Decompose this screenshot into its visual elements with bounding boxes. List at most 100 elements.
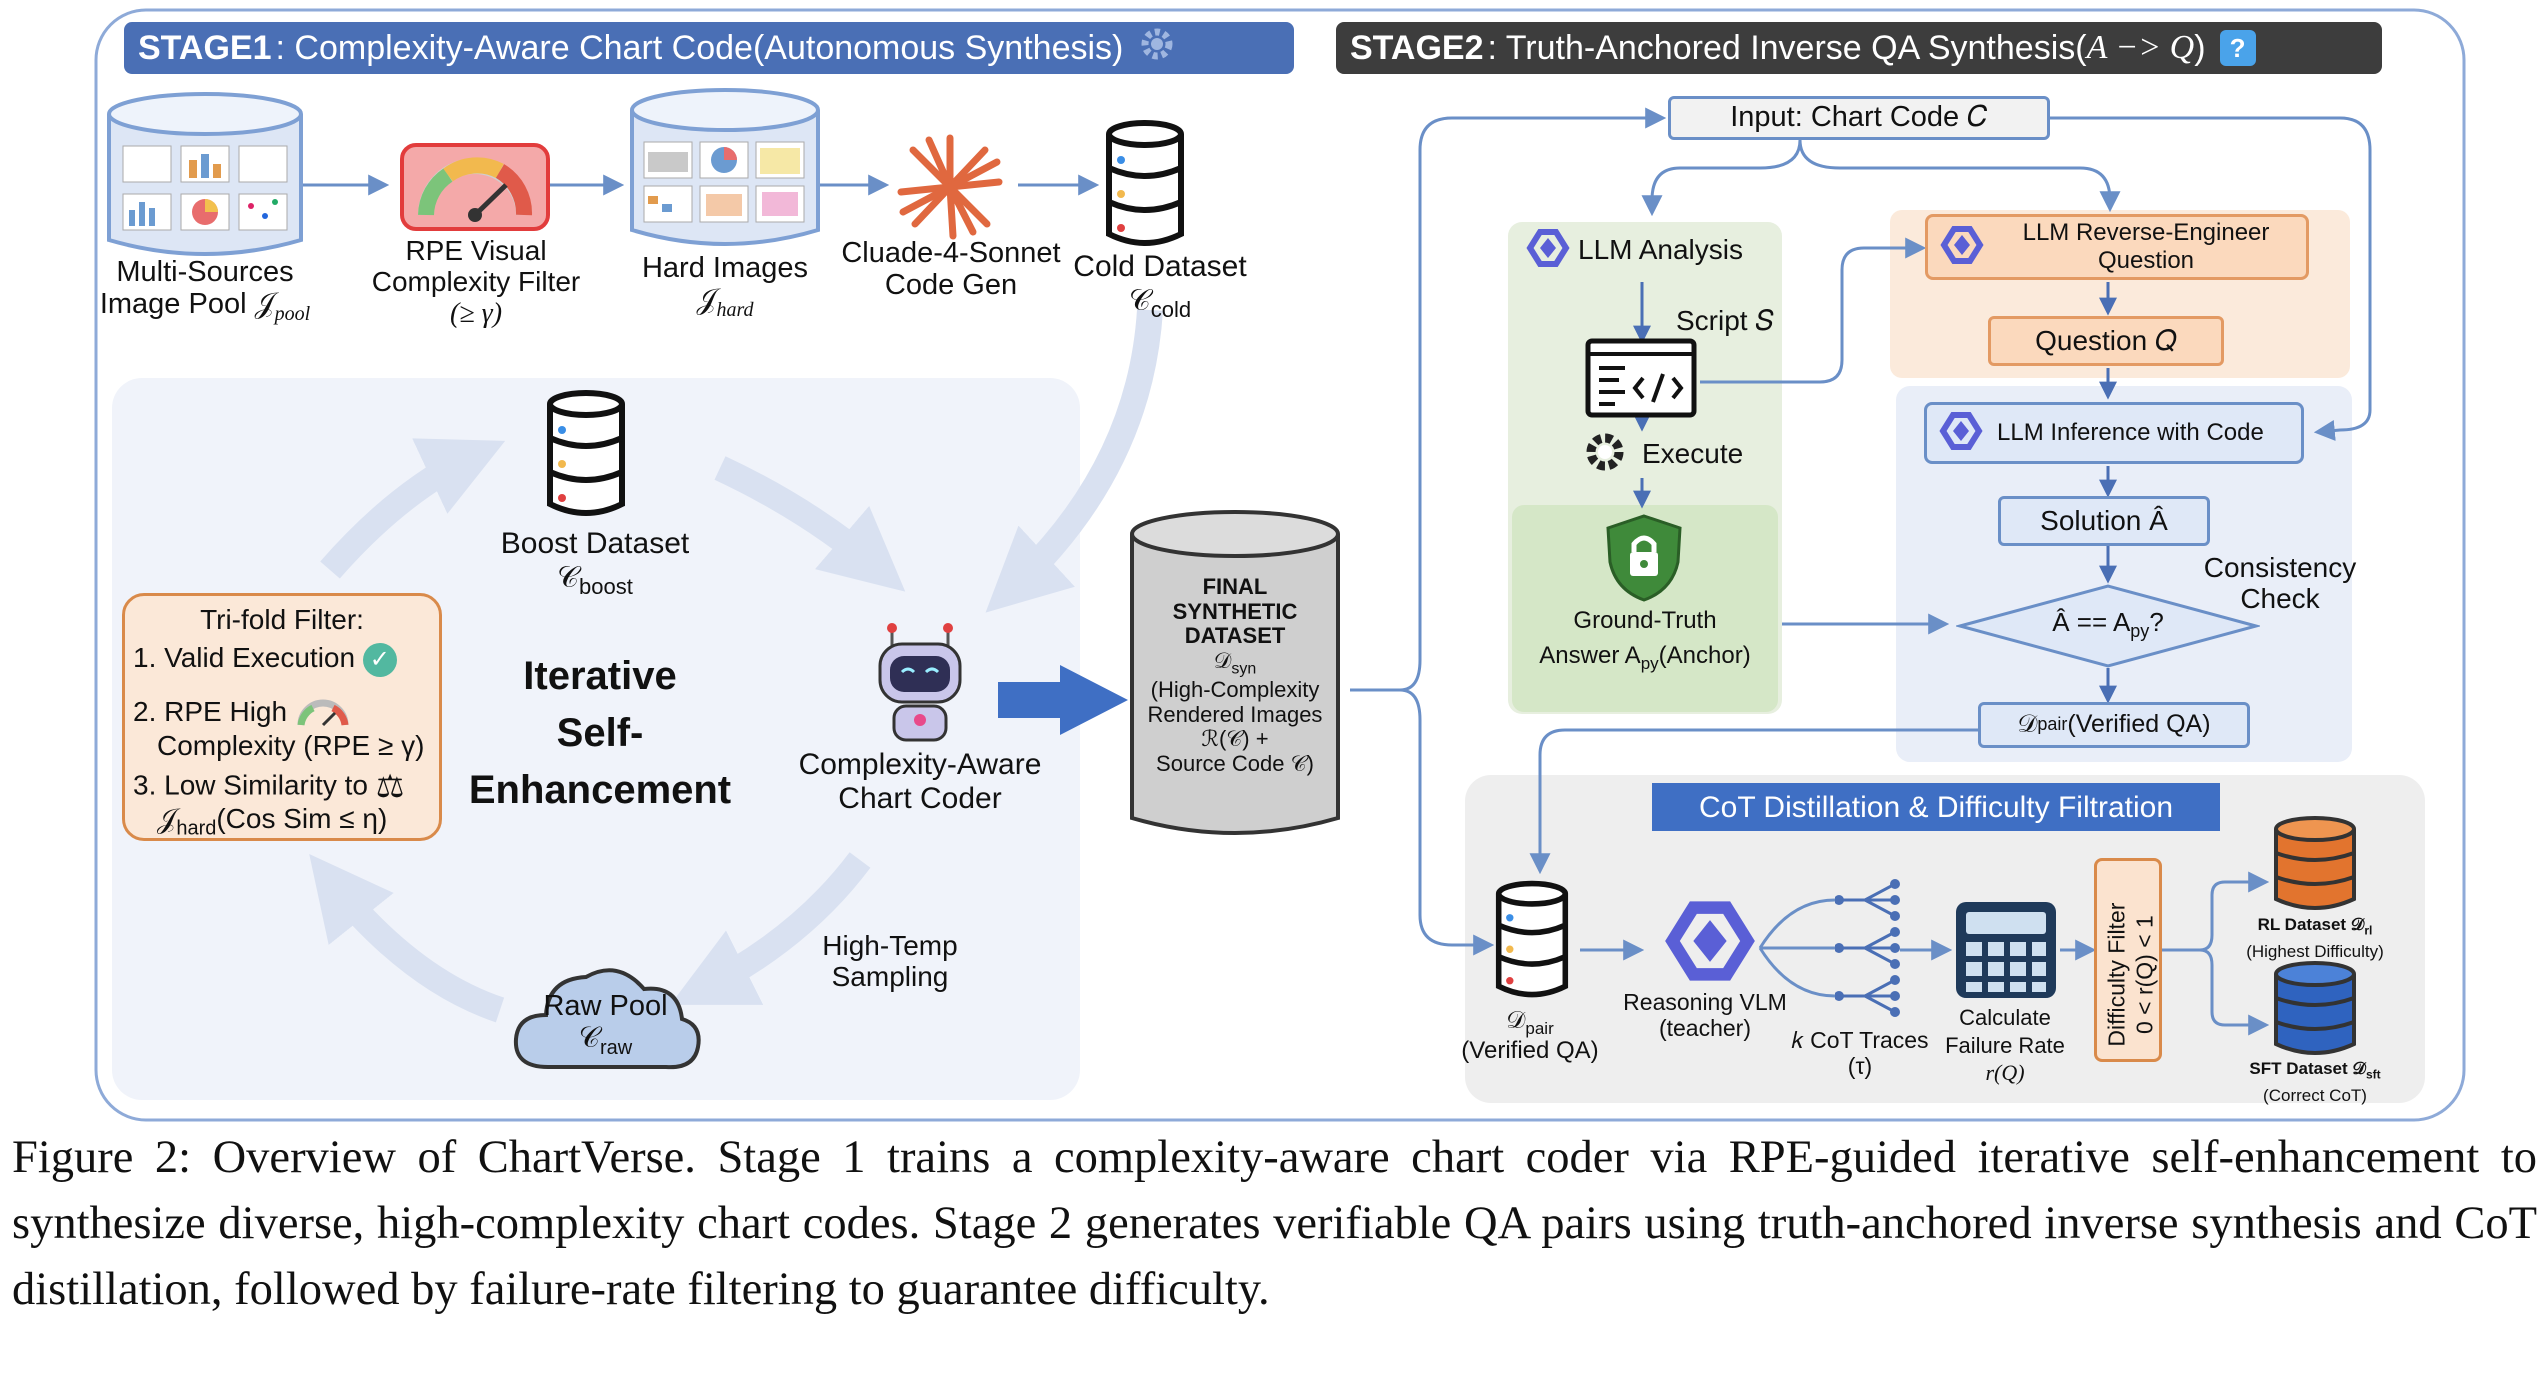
rl-label: RL Dataset 𝒟rl (Highest Difficulty) [2230, 912, 2400, 965]
final-line7: ℛ(𝒞) + [1201, 726, 1269, 752]
calc-line3: r(Q) [1985, 1060, 2025, 1085]
rl-sub: rl [2364, 923, 2373, 938]
reverse-engineer-line2: Question [2097, 247, 2195, 274]
iterative-title-line2: Self- [556, 710, 644, 755]
llm-analysis-header: LLM Analysis [1512, 224, 1778, 276]
image-pool-sub: pool [274, 303, 311, 326]
check-sub: py [2130, 621, 2150, 642]
cot-pair-pre: 𝒟 [1506, 1007, 1526, 1034]
boost-dataset-label: Boost Dataset 𝒞boost [470, 527, 720, 599]
trifold-item3-line2: 𝒥hard(Cos Sim ≤ η) [157, 803, 387, 840]
stage2-title-math: A −> Q [2086, 29, 2195, 66]
cot-pair-line2: (Verified QA) [1461, 1036, 1599, 1064]
trifold-item3a: 3. Low Similarity to [133, 769, 368, 801]
robot-coder-icon [878, 623, 962, 742]
cold-dataset-label: Cold Dataset 𝒞cold [1040, 250, 1280, 322]
difficulty-line2: 0 < r(Q) < 1 [2131, 915, 2157, 1035]
script-code-icon [1585, 338, 1697, 418]
help-icon: ? [2219, 30, 2256, 66]
pair-pre: 𝒟 [2017, 710, 2038, 739]
solution-box: Solution Â [1998, 496, 2210, 546]
vlm-line1: Reasoning VLM [1623, 989, 1787, 1015]
stage1-title-bar: STAGE1 : Complexity-Aware Chart Code(Aut… [124, 22, 1294, 74]
cold-dataset-line1: Cold Dataset [1073, 250, 1247, 283]
rpe-filter-line1: RPE Visual [405, 235, 547, 266]
cot-pair-database-icon [1495, 880, 1569, 998]
llm-analysis-label: LLM Analysis [1578, 234, 1743, 265]
llm-logo-icon [1938, 225, 1986, 270]
stage1-title-bold: STAGE1 [138, 28, 272, 67]
trifold-item1-text: 1. Valid Execution [133, 642, 356, 673]
hard-images-line2: 𝒥 [696, 284, 717, 317]
reverse-engineer-line1: LLM Reverse-Engineer [2022, 219, 2270, 247]
vlm-line2: (teacher) [1658, 1014, 1752, 1041]
raw-pool-cloud-icon [513, 968, 701, 1070]
trifold-item3-sub: hard [176, 817, 217, 840]
raw-pool-label: Raw Pool 𝒞raw [508, 990, 703, 1060]
raw-pool-line1: Raw Pool [543, 990, 668, 1022]
ground-truth-sub: py [1640, 653, 1659, 673]
trifold-item3: 3. Low Similarity to ⚖ [133, 768, 404, 805]
sft-label: SFT Dataset 𝒟sft (Correct CoT) [2230, 1056, 2400, 1109]
difficulty-label: Difficulty Filter 0 < r(Q) < 1 [2103, 873, 2158, 1077]
difficulty-filter-box: Difficulty Filter 0 < r(Q) < 1 [2094, 858, 2162, 1062]
execute-label: Execute [1642, 438, 1744, 469]
calc-line1: Calculate [1959, 1005, 2051, 1030]
final-line6: Rendered Images [1147, 701, 1323, 727]
execute-row: Execute [1580, 430, 1780, 478]
cold-dataset-database-icon [1106, 120, 1184, 246]
script-label: Script 𝑆 [1676, 305, 1775, 336]
final-line1: FINAL [1202, 574, 1268, 599]
sft-line2: (Correct CoT) [2263, 1086, 2367, 1106]
trifold-item2a: 2. RPE High [133, 696, 288, 727]
final-line8: Source Code 𝒞) [1156, 751, 1314, 777]
ground-truth-label: Ground-Truth Answer Apy(Anchor) [1512, 604, 1778, 676]
cot-pair-sub: pair [1525, 1018, 1554, 1038]
trifold-filter-box: Tri-fold Filter: 1. Valid Execution ✓ 2.… [122, 593, 442, 841]
vlm-logo-icon [1665, 901, 1755, 981]
pair-sub: pair [2037, 714, 2068, 735]
iterative-title: Iterative Self- Enhancement [440, 648, 760, 818]
calc-label: Calculate Failure Rate r(Q) [1920, 1004, 2090, 1087]
final-dataset-label: FINAL SYNTHETIC DATASET 𝒟syn (High-Compl… [1128, 574, 1342, 777]
ground-truth-line2-end: (Anchor) [1658, 641, 1751, 669]
codegen-line1: Cluade-4-Sonnet [841, 237, 1061, 269]
ground-truth-line2: Answer A [1539, 641, 1641, 669]
reverse-engineer-label: LLM Reverse-Engineer Question [1986, 219, 2306, 274]
stage2-title-rest: : Truth-Anchored Inverse QA Synthesis( [1487, 28, 2087, 67]
final-line5: (High-Complexity [1150, 677, 1320, 703]
rpe-filter-label: RPE Visual Complexity Filter (≥ γ) [358, 235, 594, 329]
consistency-diamond [1956, 584, 2260, 668]
claude-logo-icon [897, 134, 1003, 240]
gear-icon [1137, 24, 1177, 73]
stage2-title-bold: STAGE2 [1350, 28, 1484, 67]
cot-traces-tree-icon [1835, 879, 1900, 1017]
sampling-line2: Sampling [831, 961, 949, 993]
raw-pool-line2: 𝒞 [578, 1022, 600, 1055]
image-pool-line1: Multi-Sources [116, 256, 294, 288]
shield-lock-icon [1606, 514, 1682, 602]
rl-dataset-database-icon [2274, 816, 2356, 910]
check-circle-icon: ✓ [362, 642, 397, 677]
trifold-item2: 2. RPE High [133, 696, 351, 729]
sft-line1: SFT Dataset 𝒟 [2249, 1059, 2366, 1078]
check-expression: Â == Apy? [1956, 607, 2260, 642]
question-box: Question 𝑄 [1988, 316, 2224, 366]
boost-dataset-line2: 𝒞 [557, 560, 580, 594]
coder-line2: Chart Coder [838, 781, 1002, 815]
rpe-gauge-icon [400, 143, 550, 231]
raw-pool-sub: raw [599, 1037, 633, 1060]
figure-caption: Figure 2: Overview of ChartVerse. Stage … [12, 1132, 2537, 1315]
rl-line2: (Highest Difficulty) [2246, 942, 2384, 962]
consistency-label: Consistency Check [2200, 552, 2360, 615]
boost-dataset-line1: Boost Dataset [500, 527, 690, 560]
cold-dataset-line2: 𝒞 [1128, 283, 1151, 317]
trifold-item2b: Complexity (RPE ≥ γ) [157, 730, 425, 761]
traces-line2: (τ) [1847, 1052, 1873, 1079]
sampling-line1: High-Temp [822, 930, 958, 961]
llm-logo-icon [1937, 411, 1985, 456]
hard-images-line1: Hard Images [641, 252, 808, 284]
coder-label: Complexity-Aware Chart Coder [760, 748, 1080, 815]
